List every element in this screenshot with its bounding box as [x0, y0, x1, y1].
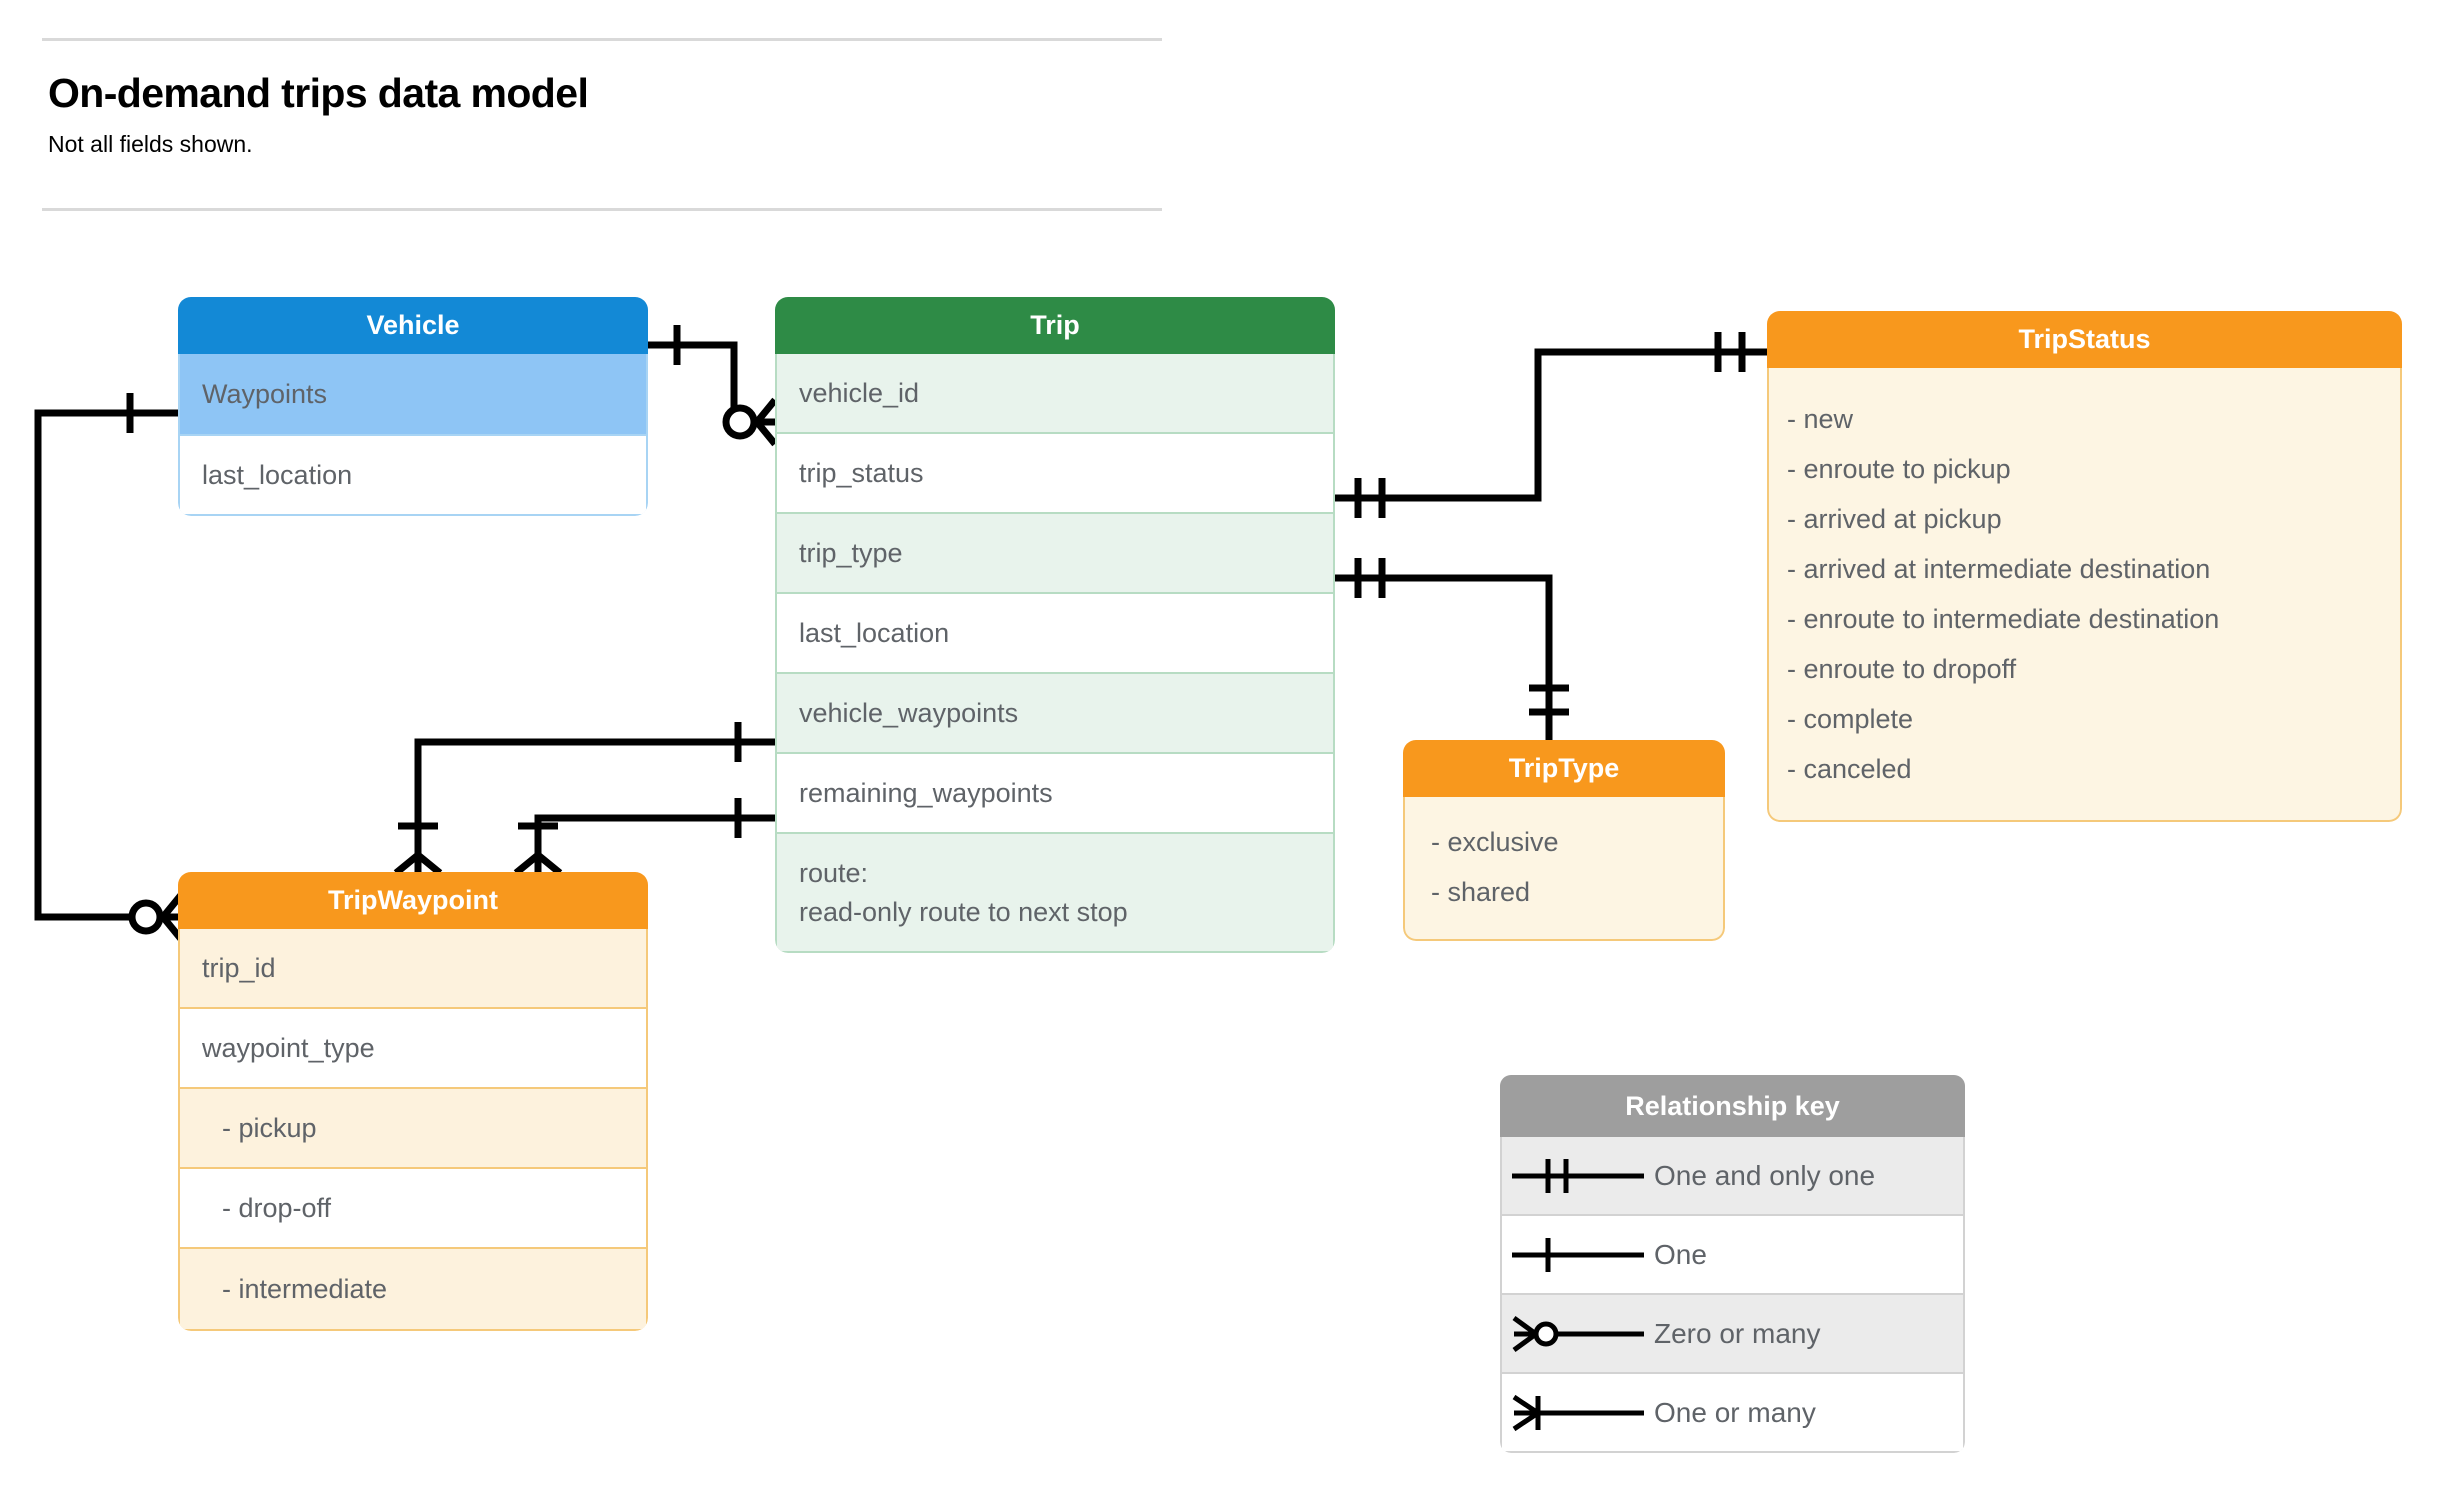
enum-value: - shared [1431, 877, 1531, 907]
field-row[interactable]: vehicle_id [777, 354, 1333, 434]
enum-value: - new [1787, 404, 1854, 434]
enum-value-row: - pickup [180, 1089, 646, 1169]
entity-trip-status-title: TripStatus [1767, 311, 2402, 368]
enum-value: - arrived at pickup [1787, 504, 2002, 534]
field-row[interactable]: last_location [180, 434, 646, 514]
field-row[interactable]: last_location [777, 594, 1333, 674]
field-route-label: route: [799, 858, 869, 889]
enum-value: - exclusive [1431, 827, 1559, 857]
field-route-detail: read-only route to next stop [799, 896, 1128, 927]
entity-vehicle[interactable]: Vehicle Waypoints last_location [178, 297, 648, 516]
entity-trip-waypoint-fields: trip_id waypoint_type - pickup - drop-of… [178, 929, 648, 1331]
entity-trip-waypoint[interactable]: TripWaypoint trip_id waypoint_type - pic… [178, 872, 648, 1331]
legend-row: Zero or many [1502, 1295, 1963, 1374]
enum-value: - arrived at intermediate destination [1787, 554, 2211, 584]
field-row[interactable]: vehicle_waypoints [777, 674, 1333, 754]
legend-label: One and only one [1654, 1159, 1876, 1191]
enum-value: - enroute to dropoff [1787, 654, 2017, 684]
enum-value: - canceled [1787, 754, 1912, 784]
enum-value: - enroute to pickup [1787, 454, 2011, 484]
legend-label: One [1654, 1238, 1707, 1270]
entity-trip-status[interactable]: TripStatus - new - enroute to pickup - a… [1767, 311, 2402, 822]
connector-vehicle-waypoints-to-tripwaypoint [34, 393, 184, 942]
legend-row: One and only one [1502, 1137, 1963, 1216]
one-and-only-one-icon [1502, 1154, 1654, 1198]
entity-trip-waypoint-title: TripWaypoint [178, 872, 648, 929]
field-row[interactable]: trip_id [180, 929, 646, 1009]
header-divider-bottom [42, 208, 1162, 211]
enum-value-row: - drop-off [180, 1169, 646, 1249]
field-row[interactable]: trip_status [777, 434, 1333, 514]
one-icon [1502, 1233, 1654, 1277]
enum-value-row: - intermediate [180, 1249, 646, 1329]
entity-trip[interactable]: Trip vehicle_id trip_status trip_type la… [775, 297, 1335, 953]
connector-remaining-waypoints-to-tripwaypoint [513, 798, 775, 876]
entity-trip-type-values: - exclusive - shared [1403, 797, 1725, 941]
connector-trip-type-to-triptype [1335, 558, 1569, 740]
connector-trip-status-to-tripstatus [1335, 332, 1767, 518]
entity-trip-title: Trip [775, 297, 1335, 354]
header-divider-top [42, 38, 1162, 41]
one-or-many-icon [1502, 1391, 1654, 1435]
field-row[interactable]: remaining_waypoints [777, 754, 1333, 834]
enum-value: - enroute to intermediate destination [1787, 604, 2220, 634]
legend-label: Zero or many [1654, 1317, 1821, 1349]
entity-vehicle-title: Vehicle [178, 297, 648, 354]
field-row[interactable]: waypoint_type [180, 1009, 646, 1089]
enum-value: - complete [1787, 704, 1914, 734]
field-row[interactable]: trip_type [777, 514, 1333, 594]
page-title: On-demand trips data model [48, 70, 589, 116]
connector-vehicle-to-trip [648, 325, 778, 447]
page-subtitle: Not all fields shown. [48, 131, 253, 157]
legend-label: One or many [1654, 1396, 1816, 1428]
field-row-route[interactable]: route: read-only route to next stop [777, 834, 1333, 951]
entity-trip-type-title: TripType [1403, 740, 1725, 797]
entity-trip-status-values: - new - enroute to pickup - arrived at p… [1767, 368, 2402, 822]
legend-rows: One and only one One [1500, 1137, 1965, 1453]
connector-vehicle-waypoints-field-to-tripwaypoint [393, 722, 775, 876]
legend-row: One or many [1502, 1374, 1963, 1451]
legend-title: Relationship key [1500, 1075, 1965, 1137]
entity-vehicle-fields: Waypoints last_location [178, 354, 648, 516]
entity-trip-fields: vehicle_id trip_status trip_type last_lo… [775, 354, 1335, 953]
zero-or-many-icon [1502, 1312, 1654, 1356]
entity-trip-type[interactable]: TripType - exclusive - shared [1403, 740, 1725, 941]
legend-row: One [1502, 1216, 1963, 1295]
relationship-key-legend: Relationship key One and only one [1500, 1075, 1965, 1453]
field-row[interactable]: Waypoints [180, 354, 646, 434]
